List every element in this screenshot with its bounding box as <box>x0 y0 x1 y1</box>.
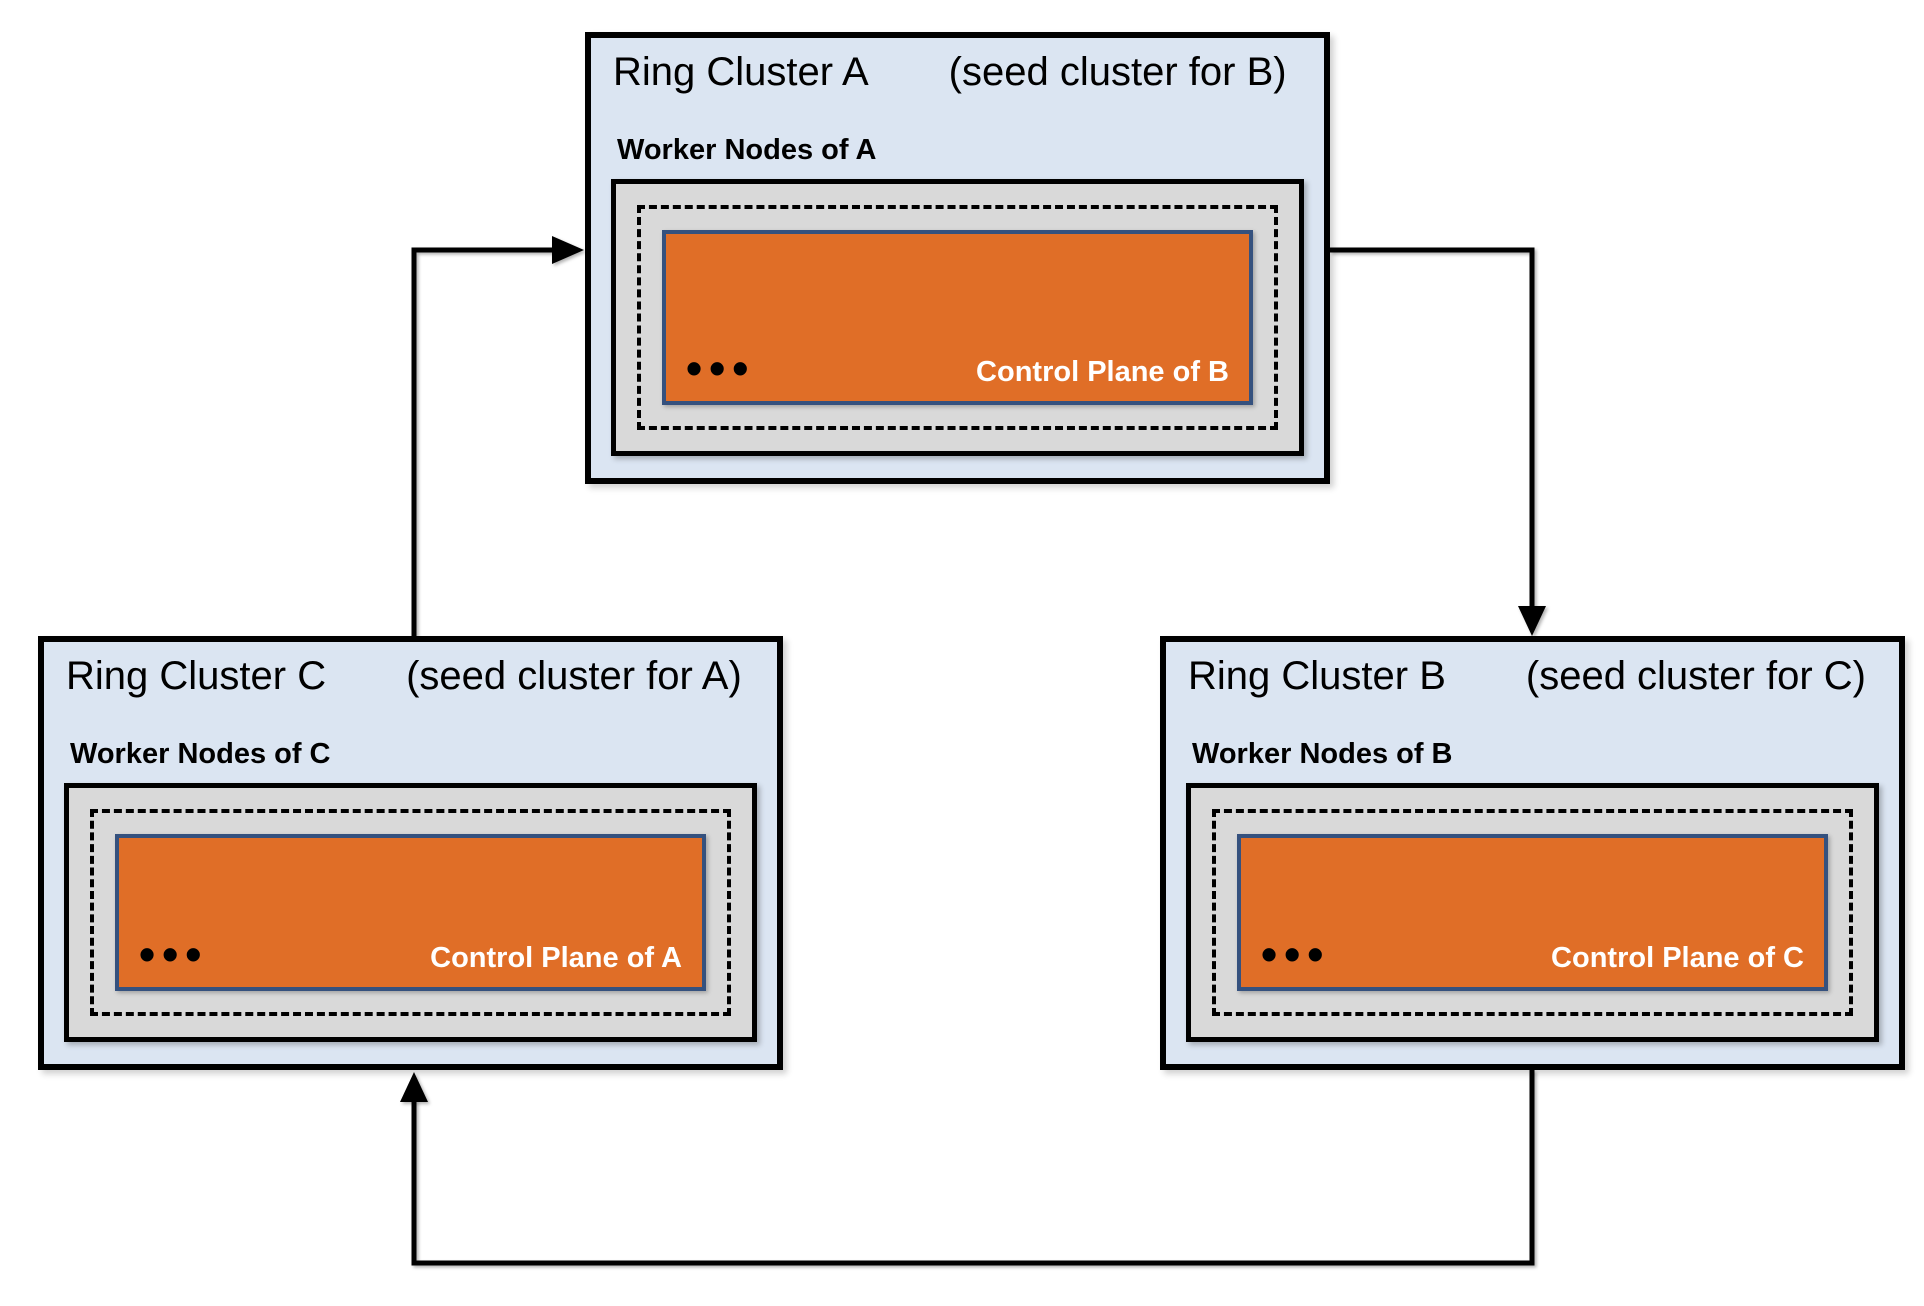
cluster-b-worker-nodes-label: Worker Nodes of B <box>1192 738 1453 770</box>
cluster-a-dashed-boundary: ••• Control Plane of B <box>637 205 1278 430</box>
cluster-b-hosted-control-plane: ••• Control Plane of C <box>1237 834 1828 991</box>
cluster-c-control-plane-label: Control Plane of A <box>430 942 682 975</box>
cluster-a: Ring Cluster A (seed cluster for B) Work… <box>585 32 1330 484</box>
cluster-a-title: Ring Cluster A (seed cluster for B) <box>611 48 1304 96</box>
cluster-a-name: Ring Cluster A <box>613 50 869 94</box>
arrow-b-to-c <box>400 1070 1535 1266</box>
cluster-a-seed-note: (seed cluster for B) <box>948 50 1287 94</box>
cluster-b-title: Ring Cluster B (seed cluster for C) <box>1186 652 1879 700</box>
ellipsis-dots-icon: ••• <box>1261 928 1331 980</box>
cluster-b-seed-note: (seed cluster for C) <box>1525 654 1866 698</box>
cluster-c: Ring Cluster C (seed cluster for A) Work… <box>38 636 783 1070</box>
cluster-a-hosted-control-plane: ••• Control Plane of B <box>662 230 1253 405</box>
cluster-b-name: Ring Cluster B <box>1188 654 1446 698</box>
cluster-c-worker-node-pool: ••• Control Plane of A <box>64 783 757 1042</box>
cluster-a-worker-node-pool: ••• Control Plane of B <box>611 179 1304 456</box>
cluster-a-control-plane-label: Control Plane of B <box>976 356 1229 389</box>
arrow-c-to-a <box>411 236 584 636</box>
cluster-c-hosted-control-plane: ••• Control Plane of A <box>115 834 706 991</box>
arrow-a-to-b <box>1330 247 1546 636</box>
cluster-b-worker-node-pool: ••• Control Plane of C <box>1186 783 1879 1042</box>
cluster-c-seed-note: (seed cluster for A) <box>406 654 742 698</box>
cluster-b: Ring Cluster B (seed cluster for C) Work… <box>1160 636 1905 1070</box>
cluster-c-name: Ring Cluster C <box>66 654 327 698</box>
ellipsis-dots-icon: ••• <box>139 928 209 980</box>
cluster-c-dashed-boundary: ••• Control Plane of A <box>90 809 731 1016</box>
ellipsis-dots-icon: ••• <box>686 342 756 394</box>
cluster-b-control-plane-label: Control Plane of C <box>1551 942 1804 975</box>
cluster-b-dashed-boundary: ••• Control Plane of C <box>1212 809 1853 1016</box>
cluster-c-worker-nodes-label: Worker Nodes of C <box>70 738 331 770</box>
cluster-c-title: Ring Cluster C (seed cluster for A) <box>64 652 757 700</box>
cluster-a-worker-nodes-label: Worker Nodes of A <box>617 134 877 166</box>
